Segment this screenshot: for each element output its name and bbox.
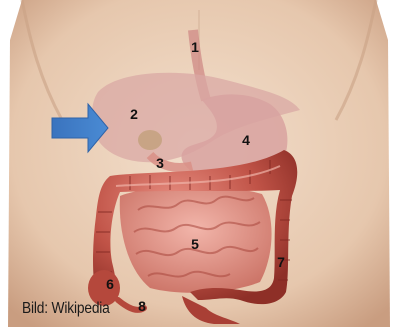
label-7: 7 — [277, 255, 285, 269]
label-1: 1 — [191, 40, 199, 54]
label-5: 5 — [191, 237, 199, 251]
label-3: 3 — [156, 156, 164, 170]
label-2: 2 — [130, 107, 138, 121]
label-8: 8 — [138, 299, 146, 313]
label-6: 6 — [106, 277, 114, 291]
label-4: 4 — [242, 133, 250, 147]
image-credit: Bild: Wikipedia — [22, 300, 110, 318]
